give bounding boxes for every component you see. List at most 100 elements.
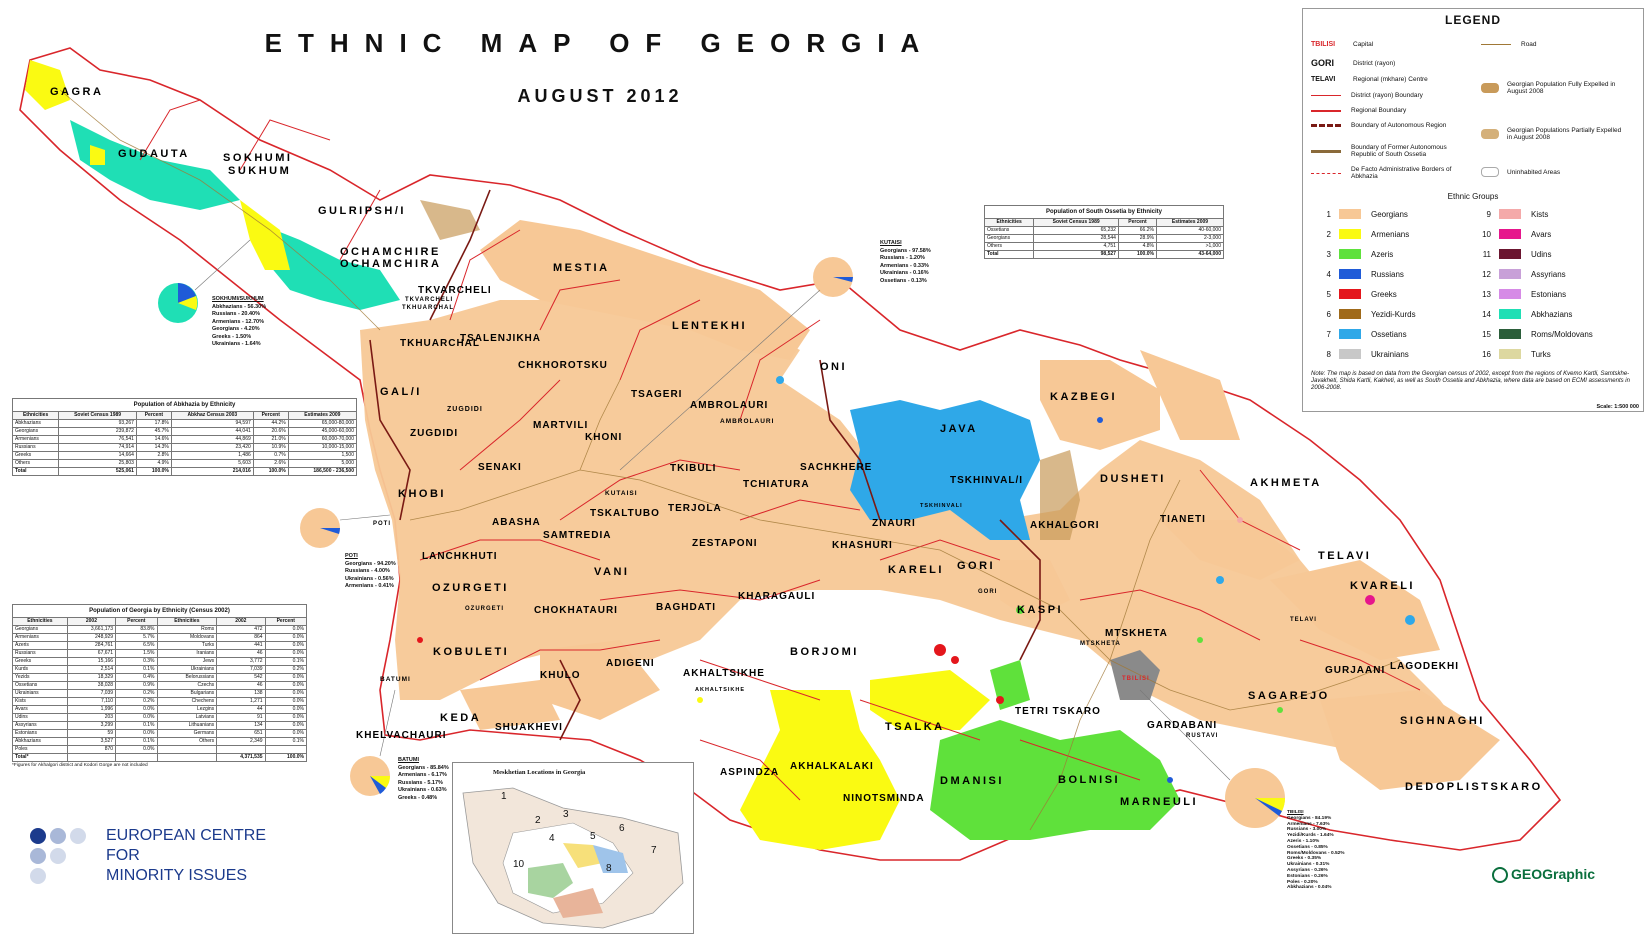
pie-line: Ukrainians - 1.64% bbox=[212, 341, 261, 347]
table-cell: 100.0% bbox=[252, 467, 289, 476]
table-cell: 10,000-15,000 bbox=[287, 443, 358, 452]
table-cell: 2,349 bbox=[216, 737, 266, 746]
district-label: ABASHA bbox=[492, 517, 541, 528]
kodori-hatch bbox=[420, 200, 480, 240]
district-label: AKHALKALAKI bbox=[790, 761, 874, 772]
table-cell: 5.7% bbox=[115, 633, 158, 642]
table-cell: 23,420 bbox=[170, 443, 254, 452]
table-cell: Abkhazians bbox=[11, 419, 60, 428]
pie-poti bbox=[300, 508, 391, 548]
pie-line: Georgians - 94.20% bbox=[345, 560, 396, 567]
pie-sokhumi-box: SOKHUMI/SUKHUM Abkhazians - 56.30% Russi… bbox=[212, 296, 266, 349]
table-cell: 203 bbox=[66, 713, 117, 722]
ethnic-swatch bbox=[1499, 329, 1521, 339]
district-label: MTSKHETA bbox=[1105, 628, 1168, 639]
district-label: TBILISI bbox=[1122, 676, 1150, 682]
table-cell: Total bbox=[11, 467, 60, 476]
table-cell: 0.0% bbox=[264, 625, 308, 634]
table-cell: Jews bbox=[156, 657, 218, 666]
district-label: KHARAGAULI bbox=[738, 591, 816, 602]
table-cell: 0.0% bbox=[264, 649, 308, 658]
ecmi-line: EUROPEAN CENTRE bbox=[106, 827, 267, 844]
ossetians-south-ossetia bbox=[850, 400, 1040, 540]
pie-line: Russians - 4.00% bbox=[345, 568, 390, 574]
pie-line: Poles - 0.20% bbox=[1287, 879, 1318, 885]
table-cell: Germans bbox=[156, 729, 218, 738]
table-header: Ethnicities bbox=[11, 411, 60, 420]
pie-title: KUTAISI bbox=[880, 240, 902, 246]
table-cell: 66.2% bbox=[1117, 226, 1157, 235]
table-cell: Armenians bbox=[12, 633, 68, 642]
legend-line-district bbox=[1311, 95, 1341, 96]
inset-title: Meskhetian Locations in Georgia bbox=[493, 769, 586, 776]
table-cell: 441 bbox=[216, 641, 266, 650]
table-cell: 94,597 bbox=[170, 419, 254, 428]
table-cell: 7,039 bbox=[216, 665, 266, 674]
table-cell: 15,166 bbox=[66, 657, 117, 666]
district-label: CHKHOROTSKU bbox=[518, 360, 608, 371]
ecmi-line: MINORITY ISSUES bbox=[106, 867, 248, 884]
table-cell: Russians bbox=[12, 649, 68, 658]
table-cell: 0.9% bbox=[115, 681, 158, 690]
pie-line: Greeks - 1.50% bbox=[212, 333, 252, 340]
table-cell: 239,872 bbox=[58, 427, 137, 436]
table-cell: Moldovans bbox=[156, 633, 218, 642]
table-cell: 100.0% bbox=[1117, 250, 1157, 259]
ethnic-name: Abkhazians bbox=[1531, 309, 1573, 319]
table-cell: 1,486 bbox=[170, 451, 254, 460]
table-cell: 4,371,535 bbox=[216, 753, 266, 762]
inset-number: 7 bbox=[651, 845, 657, 856]
ethnic-num: 3 bbox=[1326, 249, 1331, 259]
table-cell: 65,000-80,000 bbox=[287, 419, 358, 428]
table-cell: 0.0% bbox=[115, 745, 158, 754]
table-cell: 14.6% bbox=[135, 435, 172, 444]
table-cell: Assyrians bbox=[12, 721, 68, 730]
pie-title: TBILISI bbox=[1287, 810, 1304, 815]
district-label: KEDA bbox=[440, 712, 482, 724]
pie-batumi bbox=[350, 689, 396, 796]
ethnic-num: 6 bbox=[1326, 309, 1331, 319]
table-cell: 14,664 bbox=[58, 451, 137, 460]
ethnic-swatch bbox=[1499, 269, 1521, 279]
table-cell: 28.9% bbox=[1117, 234, 1157, 243]
district-label: POTI bbox=[373, 521, 392, 527]
table-cell: 3,772 bbox=[216, 657, 266, 666]
table-cell: 7,039 bbox=[66, 689, 117, 698]
inset-number: 3 bbox=[563, 809, 569, 820]
table-cell: 44,041 bbox=[170, 427, 254, 436]
district-label: TSKALTUBO bbox=[590, 508, 660, 519]
table-cell: 138 bbox=[216, 689, 266, 698]
ethnic-swatch bbox=[1499, 249, 1521, 259]
district-label: GORI bbox=[957, 560, 996, 572]
pie-line: Abkhazians - 56.30% bbox=[212, 303, 267, 310]
table-cell: 0.2% bbox=[264, 665, 308, 674]
table-cell: 4.9% bbox=[135, 459, 172, 468]
table-cell: 2.6% bbox=[252, 459, 289, 468]
table-cell: 44 bbox=[216, 705, 266, 714]
pie-line: Georgians - 85.84% bbox=[398, 764, 449, 771]
georgians-areas bbox=[360, 220, 1500, 790]
georgia-table: Population of Georgia by Ethnicity (Cens… bbox=[12, 604, 308, 768]
table-cell: Total bbox=[983, 250, 1035, 259]
inset-number: 8 bbox=[606, 863, 612, 874]
table-cell: 14.3% bbox=[135, 443, 172, 452]
legend-label: De Facto Administrative Borders of Abkha… bbox=[1351, 166, 1452, 180]
table-cell: 60,000-70,000 bbox=[287, 435, 358, 444]
table-header: 2002 bbox=[216, 617, 266, 626]
legend-swatch-uninhabited bbox=[1481, 167, 1499, 177]
table-cell: 1,271 bbox=[216, 697, 266, 706]
table-cell: 74,914 bbox=[58, 443, 137, 452]
table-cell: 870 bbox=[66, 745, 117, 754]
table-cell: 4,751 bbox=[1033, 242, 1119, 251]
